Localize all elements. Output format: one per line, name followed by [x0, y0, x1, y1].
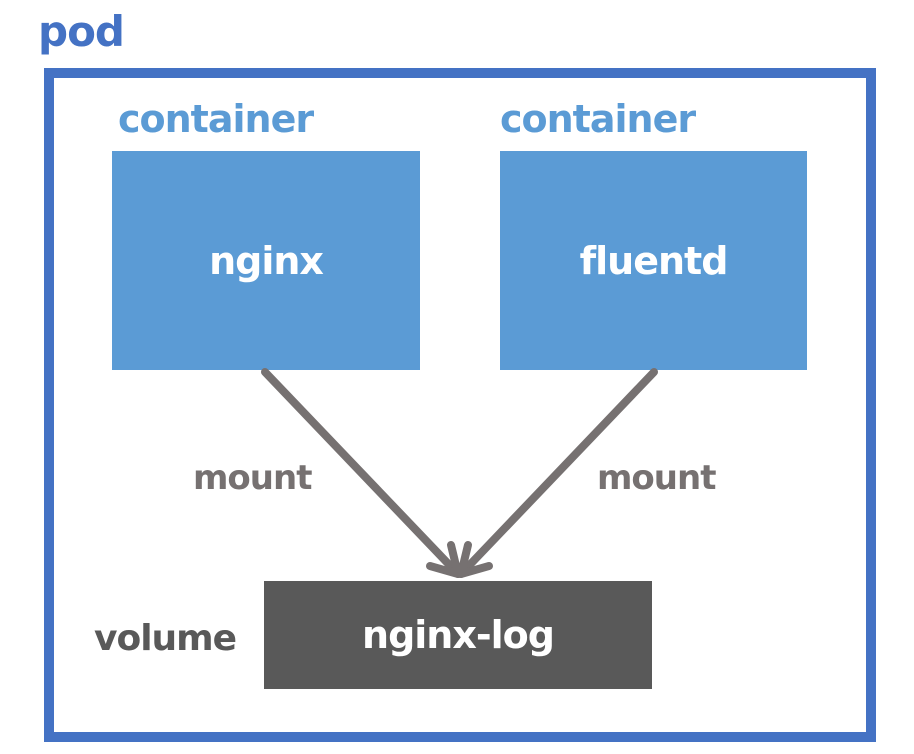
pod-label: pod — [38, 7, 125, 56]
container-name-fluentd: fluentd — [579, 238, 729, 283]
container-box-fluentd: fluentd — [500, 151, 807, 370]
container-name-nginx: nginx — [209, 238, 324, 283]
container-box-nginx: nginx — [112, 151, 420, 370]
mount-label-fluentd: mount — [597, 458, 716, 498]
container-label-fluentd: container — [500, 97, 696, 141]
volume-box: nginx-log — [264, 581, 652, 689]
volume-name: nginx-log — [362, 613, 555, 657]
container-label-nginx: container — [118, 97, 314, 141]
volume-label: volume — [94, 618, 237, 659]
mount-label-nginx: mount — [193, 458, 312, 498]
